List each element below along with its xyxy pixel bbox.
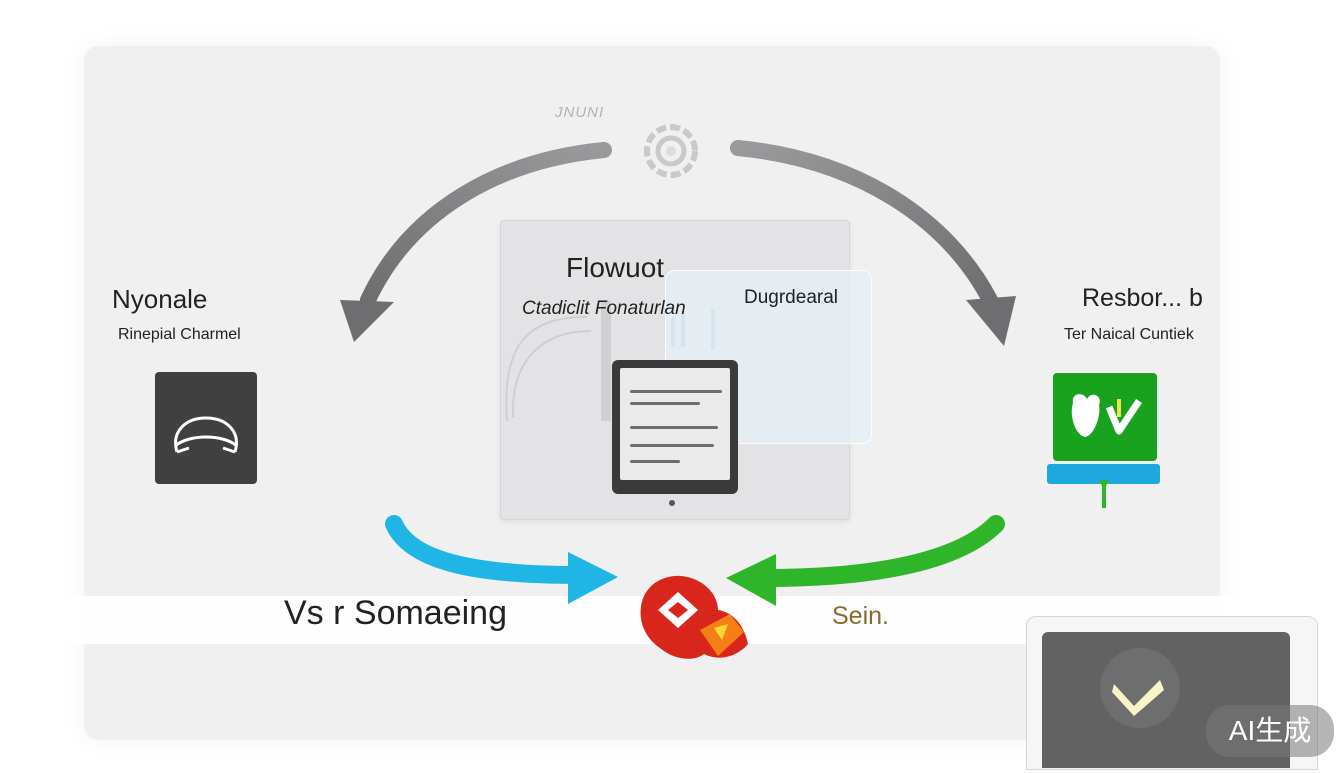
left-node-subtitle: Rinepial Charmel [118,326,241,343]
left-node-tile[interactable] [155,372,257,484]
checkmark-icon [1100,648,1180,728]
red-diamond-badge-icon [640,575,748,659]
left-node-title: Nyonale [112,284,208,314]
hands-check-icon [1071,394,1142,437]
right-node-subtitle: Ter Naical Cuntiek [1064,326,1194,343]
gear-icon [644,124,698,178]
arrow-top-left [340,142,612,342]
arrow-top-right [730,140,1016,346]
arrow-bottom-left-cyan [385,515,618,604]
down-arrow-icon [1099,480,1109,508]
arrow-bottom-right-green [726,515,1005,606]
bottom-left-text: Vs r Somaeing [284,594,507,632]
top-label: JNUNI [555,104,605,121]
cloud-arch-icon [174,416,238,454]
right-node-bar [1047,464,1160,508]
bottom-right-text: Sein. [832,602,889,630]
ai-watermark-badge: AI生成 [1206,705,1334,757]
tablet-icon [612,360,738,506]
center-title: Flowuot [566,252,665,283]
right-node-tile[interactable] [1053,373,1157,461]
center-subtitle-right: Dugrdearal [744,287,838,308]
right-node-title: Resbor... b [1082,284,1203,312]
center-subtitle-left: Ctadiclit Fonaturlan [522,298,686,319]
